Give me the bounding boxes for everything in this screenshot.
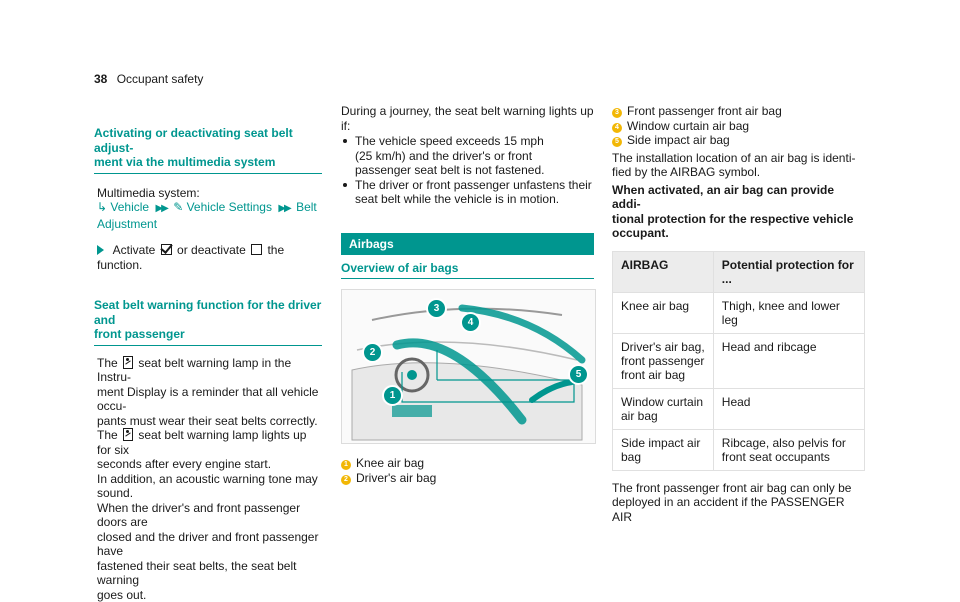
paragraph-line: ment Display is a reminder that all vehi… [97, 385, 322, 414]
activate-instruction: Activate or deactivate the function. [94, 243, 322, 272]
heading-activate: Activating or deactivating seat belt adj… [94, 126, 322, 174]
seat-belt-icon [123, 356, 133, 369]
path-vehicle-settings[interactable]: Vehicle Settings [187, 200, 272, 214]
path-adjustment[interactable]: Adjustment [97, 217, 322, 232]
paragraph-line: The front passenger front air bag can on… [612, 481, 865, 496]
paragraph-line: closed and the driver and front passenge… [97, 530, 322, 559]
heading-warning: Seat belt warning function for the drive… [94, 298, 322, 346]
page-number: 38 [94, 72, 107, 86]
double-chevron-icon: ▶▶ [278, 203, 289, 214]
double-chevron-icon: ▶▶ [155, 203, 166, 214]
heading-line: Seat belt warning function for the drive… [94, 298, 322, 327]
settings-icon: ✎ [173, 200, 183, 214]
callout-2: 2 [362, 342, 383, 363]
column-2: During a journey, the seat belt warning … [341, 104, 594, 485]
column-1: Activating or deactivating seat belt adj… [94, 126, 322, 602]
number-badge-icon: 4 [612, 123, 622, 133]
paragraph-line: pants must wear their seat belts correct… [97, 414, 322, 429]
seat-belt-icon [123, 428, 133, 441]
overview-heading: Overview of air bags [341, 261, 594, 280]
bold-line: occupant. [612, 226, 865, 241]
table-header-airbag: AIRBAG [613, 251, 714, 292]
activate-text: Activate [113, 243, 156, 257]
paragraph-line: deployed in an accident if the PASSENGER… [612, 495, 865, 524]
menu-path-block: Multimedia system: ↳ Vehicle ▶▶ ✎ Vehicl… [94, 186, 322, 232]
warning-body: The seat belt warning lamp in the Instru… [94, 356, 322, 602]
airbag-illustration: 3 4 2 5 1 [341, 289, 596, 444]
paragraph-line: fastened their seat belts, the seat belt… [97, 559, 322, 588]
bullet-list: The vehicle speed exceeds 15 mph(25 km/h… [341, 134, 594, 207]
checkbox-empty-icon [251, 244, 262, 255]
table-cell: Head and ribcage [713, 333, 864, 388]
section-title: Occupant safety [117, 72, 204, 86]
paragraph-line: When the driver's and front passenger do… [97, 501, 322, 530]
heading-line: ment via the multimedia system [94, 155, 322, 170]
list-item: The vehicle speed exceeds 15 mph(25 km/h… [355, 134, 594, 178]
bold-line: tional protection for the respective veh… [612, 212, 865, 227]
paragraph-line: During a journey, the seat belt warning … [341, 104, 594, 119]
page-header: 38 Occupant safety [94, 72, 203, 86]
menu-path: ↳ Vehicle ▶▶ ✎ Vehicle Settings ▶▶ Belt [97, 200, 322, 217]
path-belt[interactable]: Belt [296, 200, 317, 214]
airbags-section-bar: Airbags [341, 233, 594, 255]
paragraph: The seat belt warning lamp in the Instru… [97, 356, 322, 385]
table-header-row: AIRBAG Potential protection for... [613, 251, 865, 292]
heading-line: Overview of air bags [341, 261, 594, 276]
callout-4: 4 [460, 312, 481, 333]
table-row: Knee air bag Thigh, knee and lower leg [613, 292, 865, 333]
checkbox-checked-icon [161, 244, 172, 255]
airbag-table: AIRBAG Potential protection for... Knee … [612, 251, 865, 471]
table-cell: Thigh, knee and lower leg [713, 292, 864, 333]
paragraph-line: goes out. [97, 588, 322, 602]
path-vehicle[interactable]: Vehicle [110, 200, 149, 214]
heading-line: front passenger [94, 327, 322, 342]
paragraph-line: if: [341, 119, 594, 134]
callout-1: 1 [382, 385, 403, 406]
callout-3: 3 [426, 298, 447, 319]
callout-5: 5 [568, 364, 589, 385]
paragraph-line: seconds after every engine start. [97, 457, 322, 472]
deactivate-text: or deactivate [177, 243, 246, 257]
bold-line: When activated, an air bag can provide a… [612, 183, 865, 212]
paragraph-line: The installation location of an air bag … [612, 151, 865, 166]
list-item: The driver or front passenger unfastens … [355, 178, 594, 207]
number-badge-icon: 1 [341, 460, 351, 470]
table-cell: Knee air bag [613, 292, 714, 333]
table-cell: Head [713, 388, 864, 429]
paragraph-line: In addition, an acoustic warning tone ma… [97, 472, 322, 501]
paragraph: The seat belt warning lamp lights up for… [97, 428, 322, 457]
table-header-protection: Potential protection for... [713, 251, 864, 292]
paragraph-line: fied by the AIRBAG symbol. [612, 165, 865, 180]
heading-line: Activating or deactivating seat belt adj… [94, 126, 322, 155]
number-badge-icon: 5 [612, 137, 622, 147]
path-arrow-icon: ↳ [97, 200, 107, 214]
number-badge-icon: 2 [341, 475, 351, 485]
multimedia-label: Multimedia system: [97, 186, 322, 201]
number-badge-icon: 3 [612, 108, 622, 118]
step-arrow-icon [97, 245, 104, 255]
